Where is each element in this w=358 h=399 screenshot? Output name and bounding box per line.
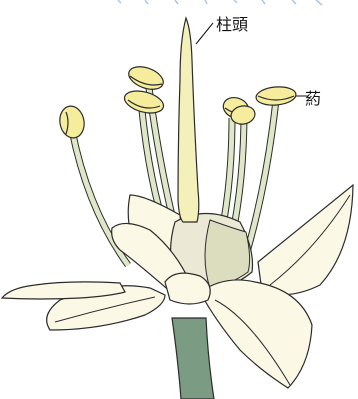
- label-stigma: 柱頭: [216, 11, 248, 35]
- style: [178, 18, 199, 222]
- anther-6: [255, 85, 296, 106]
- anther-3: [126, 62, 167, 93]
- anther-2: [122, 87, 166, 117]
- stem: [172, 318, 214, 399]
- label-anther: 葯: [305, 85, 321, 109]
- petal-back-right: [258, 185, 353, 295]
- anther-1: [57, 104, 86, 140]
- petal-center-front: [165, 273, 210, 304]
- leader-line-stigma: [196, 23, 213, 44]
- anthers: [57, 62, 296, 139]
- petal-right-front: [200, 280, 312, 388]
- cropped-top-strokes: [118, 0, 322, 5]
